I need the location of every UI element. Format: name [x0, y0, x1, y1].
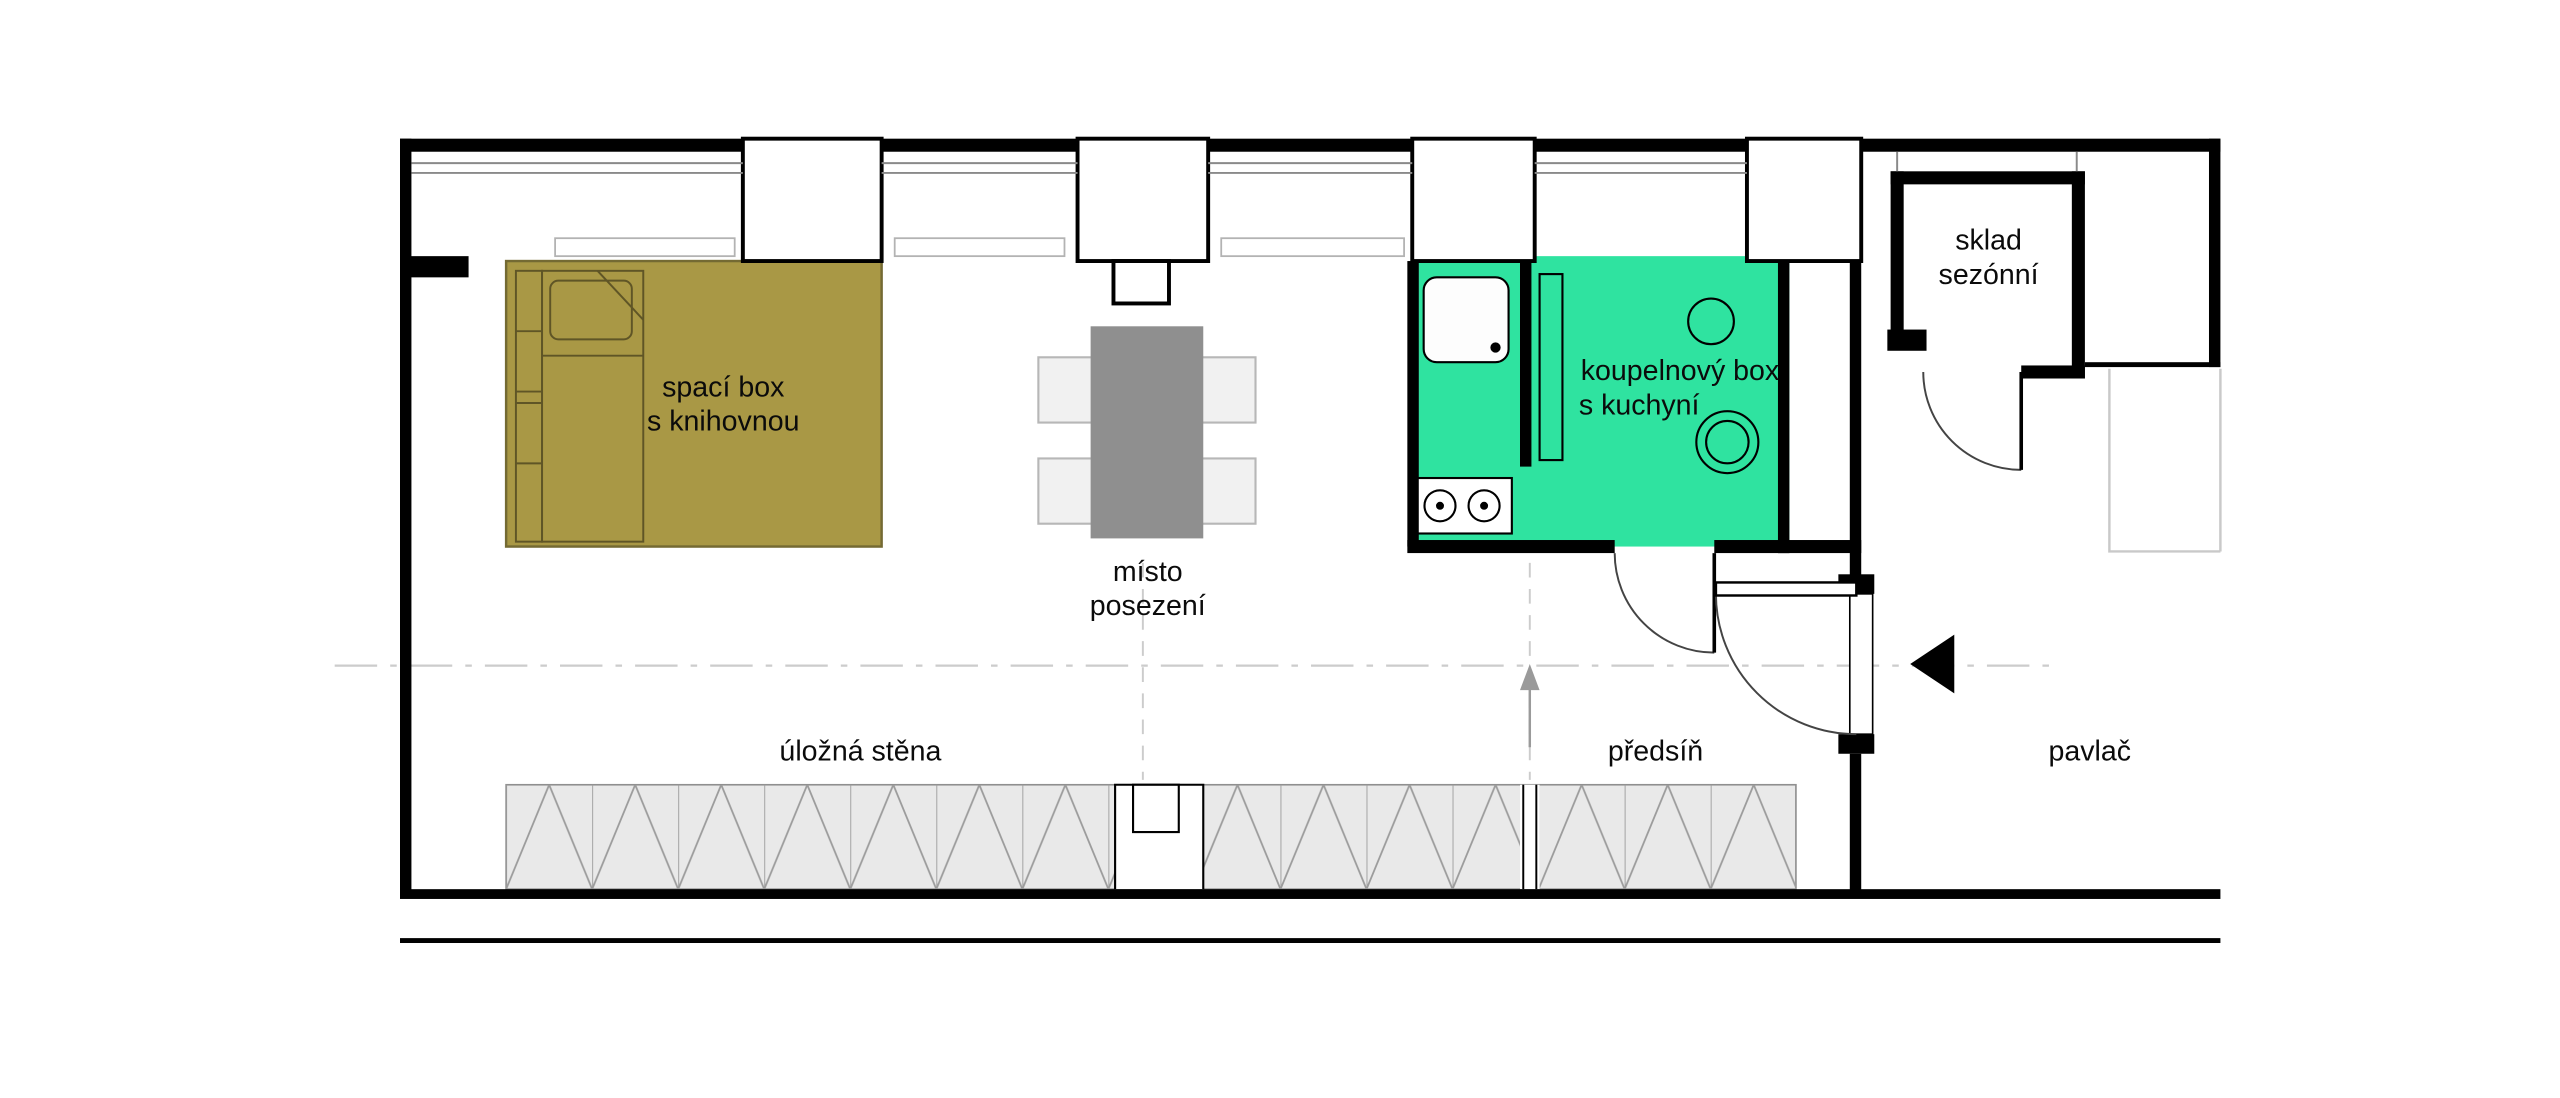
bathroom-box-label-line1: koupelnový box: [1581, 355, 1779, 387]
storage-seasonal-label-line2: sezónní: [1939, 259, 2039, 291]
pier-3: [1410, 136, 1537, 263]
sleeping-box-label-line1: spací box: [662, 371, 784, 403]
cooktop: [1412, 476, 1513, 535]
storage-wall-door-gap: [1520, 784, 1540, 890]
pier-2: [1075, 136, 1211, 263]
bathroom-box-divider-wall: [1520, 261, 1532, 467]
storage-wall-sliding-door: [1522, 784, 1538, 890]
burner-dot-left: [1436, 501, 1445, 510]
storage-room-wall-bottom: [2021, 365, 2085, 379]
entrance-arrow-marker: [1910, 634, 1955, 694]
facade-piers: [740, 136, 1864, 306]
seating-label-line1: místo: [1113, 556, 1183, 588]
entrance-jamb-bottom: [1838, 734, 1875, 754]
hallway-label: předsíň: [1608, 735, 1703, 767]
storage-wall-niche-notch: [1132, 783, 1180, 834]
bathroom-door-swing-arc: [1613, 553, 1715, 654]
radiator-1: [554, 237, 736, 258]
dining-table: [1090, 326, 1204, 539]
bathroom-box-wall-bottom-right: [1714, 540, 1790, 554]
sleeping-box-room: spací box s knihovnou: [504, 259, 883, 548]
doors: [1613, 371, 2024, 736]
room-labels: sklad sezónní předsíň pavlač: [1608, 225, 2131, 768]
storage-wall-label: úložná stěna: [779, 735, 941, 767]
shower-screen: [1538, 273, 1564, 462]
seating-label-line2: posezení: [1090, 590, 1206, 622]
burner-dot-right: [1480, 501, 1489, 510]
kitchen-sink: [1422, 276, 1510, 364]
bathroom-box-room: koupelnový box s kuchyní: [1412, 256, 1790, 547]
pier-2-protrusion: [1111, 259, 1171, 306]
storage-room-wall-top: [1890, 171, 2085, 185]
storage-room-connector-lines: [1896, 151, 2078, 172]
wall-right-outer: [2208, 138, 2221, 368]
cooktop-burner-left: [1423, 489, 1457, 523]
toilet-circle: [1687, 297, 1735, 346]
radiator-2: [893, 237, 1066, 258]
wall-right-ledge: [2084, 362, 2221, 368]
guide-lines: [334, 368, 2222, 780]
seating-area: místo posezení: [1037, 326, 1257, 622]
entrance-door-swing-arc: [1714, 593, 1857, 736]
storage-wall-band: úložná stěna: [505, 735, 1797, 890]
storage-seasonal-label-line1: sklad: [1955, 225, 2022, 257]
washbasin-inner-circle: [1705, 419, 1750, 465]
storage-room-door-swing-arc: [1922, 371, 2022, 471]
window-glazing-lines: [411, 162, 1747, 174]
wall-apartment-right-lower: [1849, 753, 1862, 896]
sleeping-box-area: [504, 259, 883, 548]
bed-drawing: [514, 269, 645, 543]
duvet-fold-line: [596, 270, 644, 321]
hallway-top-wall: [1777, 540, 1862, 554]
gallery-outer-edge: [400, 938, 2221, 944]
wall-top-facade: [400, 138, 2221, 152]
stair-area-faint-outline: [2108, 368, 2222, 553]
wall-apartment-right-upper: [1849, 261, 1862, 578]
bathroom-box-label-line2: s kuchyní: [1579, 389, 1700, 421]
storage-room-jamb: [1887, 329, 1927, 351]
washbasin-outer-circle: [1695, 410, 1760, 475]
entrance-door-leaf: [1714, 581, 1858, 597]
radiators: [554, 237, 1405, 258]
bed-pillow: [549, 279, 633, 341]
storage-room-wall-right: [2071, 171, 2085, 379]
pier-1: [740, 136, 884, 263]
pier-4: [1744, 136, 1864, 263]
sleeping-box-label-line2: s knihovnou: [647, 406, 799, 438]
wall-bottom: [400, 889, 2221, 899]
cooktop-burner-right: [1467, 489, 1501, 523]
wall-left: [400, 138, 412, 893]
bathroom-fixtures: [1412, 273, 1760, 535]
bookshelf-dividers: [515, 330, 543, 465]
wall-left-stub: [400, 256, 469, 278]
bed-outline: [541, 269, 645, 543]
storage-room-wall-left: [1890, 171, 1904, 337]
bathroom-box-wall-bottom-left: [1407, 540, 1615, 554]
bathroom-box-wall-left: [1407, 261, 1419, 547]
windows: [411, 151, 2078, 258]
gallery-label: pavlač: [2049, 735, 2132, 767]
direction-arrow-head: [1520, 664, 1540, 691]
entrance-door-frame: [1848, 593, 1874, 735]
radiator-3: [1220, 237, 1405, 258]
sink-faucet-dot: [1490, 342, 1501, 353]
bathroom-box-wall-right: [1777, 252, 1790, 554]
